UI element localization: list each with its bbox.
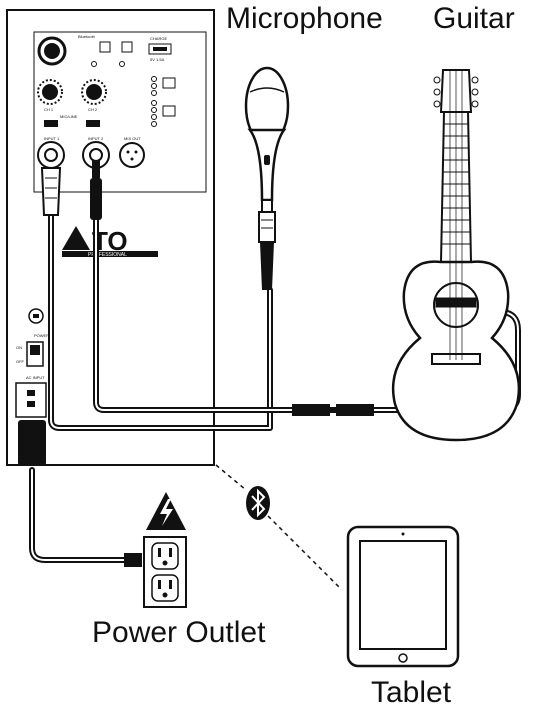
bluetooth-icon	[246, 486, 270, 520]
plugs	[18, 160, 374, 567]
input1-label: INPUT 1	[44, 136, 60, 141]
ch2-knob	[81, 79, 107, 105]
guitar-label: Guitar	[433, 2, 515, 35]
charge-label: CHARGE	[150, 36, 167, 41]
power-label: POWER	[34, 333, 49, 338]
mix-out-jack	[119, 142, 145, 168]
ac-input-label: AC INPUT	[26, 375, 45, 380]
speaker-panel: Bluetooth CHARGE 5V 1.5A CH 1 CH 2	[6, 9, 215, 466]
off-label: OFF	[16, 359, 25, 364]
ch1-label: CH 1	[44, 107, 54, 112]
mix-out-label: MIX OUT	[124, 136, 141, 141]
microphone-label: Microphone	[226, 2, 383, 35]
warning-icon	[146, 492, 186, 530]
ch1-knob	[37, 79, 63, 105]
power-outlet-label: Power Outlet	[92, 616, 266, 649]
bluetooth-pair-knob	[37, 36, 67, 66]
input1-jack	[37, 141, 65, 169]
power-outlet	[143, 492, 187, 608]
guitar	[391, 69, 521, 442]
bluetooth-label: Bluetooth	[78, 34, 95, 39]
tablet	[346, 525, 460, 668]
microphone	[244, 66, 290, 290]
input2-label: INPUT 2	[88, 136, 104, 141]
on-label: ON	[16, 345, 22, 350]
mic-line-label: MIC/LINE	[60, 114, 78, 119]
tablet-label: Tablet	[371, 676, 452, 709]
bluetooth-link	[215, 464, 341, 589]
brand-sub-text: PROFESSIONAL	[88, 252, 127, 258]
ch2-label: CH 2	[88, 107, 98, 112]
usb-label: 5V 1.5A	[150, 57, 165, 62]
